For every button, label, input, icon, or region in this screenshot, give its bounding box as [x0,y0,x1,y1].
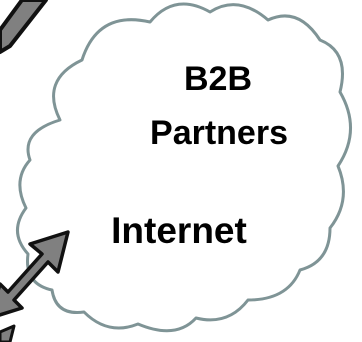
cloud-shape [16,2,352,333]
arrow-bidirectional [0,230,70,317]
cloud-title-line1: B2B [183,60,253,98]
internet-label: Internet [111,210,247,251]
arrow-top-left [0,0,48,54]
cloud-title-line2: Partners [150,114,288,152]
arrow-bottom-left [0,324,16,342]
